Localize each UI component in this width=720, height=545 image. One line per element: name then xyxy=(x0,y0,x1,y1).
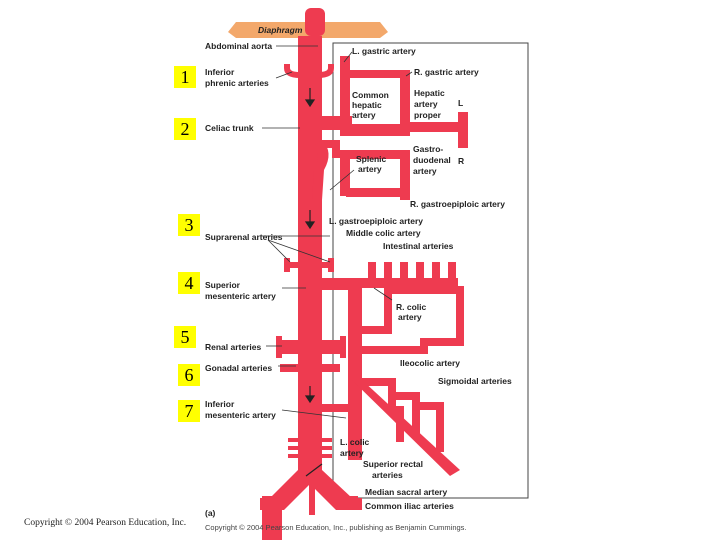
number-1: 1 xyxy=(174,66,196,88)
label-r: R xyxy=(458,156,464,166)
label-sup-mesenteric-2: mesenteric artery xyxy=(205,291,276,301)
label-l-gastric: L. gastric artery xyxy=(352,46,416,56)
label-splenic-2: artery xyxy=(358,164,382,174)
copyright-left: Copyright © 2004 Pearson Education, Inc. xyxy=(24,518,187,528)
gastroepiploic-loop xyxy=(346,188,410,197)
right-colic-bottom xyxy=(356,326,392,334)
superior-rectal xyxy=(352,380,460,476)
label-r-gastric: R. gastric artery xyxy=(414,67,479,77)
label-sup-rectal-1: Superior rectal xyxy=(363,459,423,469)
inferior-phrenic xyxy=(284,64,334,78)
label-splenic-1: Splenic xyxy=(356,154,387,164)
number-7: 7 xyxy=(178,400,200,422)
label-l-colic-2: artery xyxy=(340,448,364,458)
right-colic-left xyxy=(384,288,392,334)
label-hepatic-proper-1: Hepatic xyxy=(414,88,445,98)
label-l-gastroepiploic: L. gastroepiploic artery xyxy=(329,216,423,226)
label-gonadal: Gonadal arteries xyxy=(205,363,272,373)
label-sup-mesenteric-1: Superior xyxy=(205,280,241,290)
splenic-vertical xyxy=(340,150,350,196)
left-colic xyxy=(350,406,360,438)
label-celiac-trunk: Celiac trunk xyxy=(205,123,254,133)
labels: Abdominal aorta Inferior phrenic arterie… xyxy=(205,41,512,532)
label-sigmoidal: Sigmoidal arteries xyxy=(438,376,512,386)
label-common-iliac: Common iliac arteries xyxy=(365,501,454,511)
label-intestinal: Intestinal arteries xyxy=(383,241,454,251)
left-iliac xyxy=(262,496,282,540)
inf-mesenteric-branch xyxy=(322,404,348,412)
splenic-start xyxy=(322,140,340,158)
gastric-top-arc xyxy=(340,70,410,78)
label-hepatic-proper-3: proper xyxy=(414,110,442,120)
label-gastroduodenal-2: duodenal xyxy=(413,155,451,165)
label-common-hepatic-3: artery xyxy=(352,110,376,120)
suprarenal xyxy=(284,262,334,268)
ileocolic xyxy=(356,346,426,354)
label-gastroduodenal-3: artery xyxy=(413,166,437,176)
label-r-gastroepiploic: R. gastroepiploic artery xyxy=(410,199,505,209)
hepatic-lr xyxy=(458,112,468,148)
label-hepatic-proper-2: artery xyxy=(414,99,438,109)
label-common-hepatic-1: Common xyxy=(352,90,389,100)
intestinal-top xyxy=(348,278,458,288)
label-middle-colic: Middle colic artery xyxy=(346,228,421,238)
aorta-top xyxy=(305,8,325,36)
label-inf-mesenteric-2: mesenteric artery xyxy=(205,410,276,420)
number-4: 4 xyxy=(178,272,200,294)
renal-arteries xyxy=(276,340,346,354)
label-panel: (a) xyxy=(205,508,216,518)
label-l-colic-1: L. colic xyxy=(340,437,370,447)
label-inf-mesenteric-1: Inferior xyxy=(205,399,235,409)
label-ileocolic: Ileocolic artery xyxy=(400,358,460,368)
label-r-colic-2: artery xyxy=(398,312,422,322)
label-common-hepatic-2: hepatic xyxy=(352,100,382,110)
diaphragm-label: Diaphragm xyxy=(258,25,303,35)
hepatic-proper xyxy=(400,74,410,136)
vessel-tree xyxy=(260,8,468,540)
left-gastric xyxy=(340,56,350,122)
copyright-right: Copyright © 2004 Pearson Education, Inc.… xyxy=(205,523,467,532)
splenic-top xyxy=(344,150,410,159)
label-l: L xyxy=(458,98,463,108)
number-5: 5 xyxy=(174,326,196,348)
label-suprarenal: Suprarenal arteries xyxy=(205,232,283,242)
gastroduodenal xyxy=(400,150,410,200)
number-6: 6 xyxy=(178,364,200,386)
flow-arrows xyxy=(304,88,323,477)
number-2: 2 xyxy=(174,118,196,140)
number-3: 3 xyxy=(178,214,200,236)
common-hepatic xyxy=(340,124,408,136)
label-abdominal-aorta: Abdominal aorta xyxy=(205,41,272,51)
label-renal: Renal arteries xyxy=(205,342,261,352)
label-inferior-phrenic-2: phrenic arteries xyxy=(205,78,269,88)
label-sup-rectal-2: arteries xyxy=(372,470,403,480)
right-colic-right xyxy=(456,286,464,346)
splenic-left xyxy=(312,140,329,200)
gonadal-arteries xyxy=(280,364,340,372)
label-inferior-phrenic-1: Inferior xyxy=(205,67,235,77)
median-sacral xyxy=(309,480,315,515)
leader-lines xyxy=(262,45,413,419)
sigmoid-arc-1 xyxy=(360,378,396,386)
hepatic-branch xyxy=(408,122,468,132)
label-gastroduodenal-1: Gastro- xyxy=(413,144,443,154)
right-iliac xyxy=(336,496,358,510)
label-median-sacral: Median sacral artery xyxy=(365,487,447,497)
label-r-colic-1: R. colic xyxy=(396,302,427,312)
